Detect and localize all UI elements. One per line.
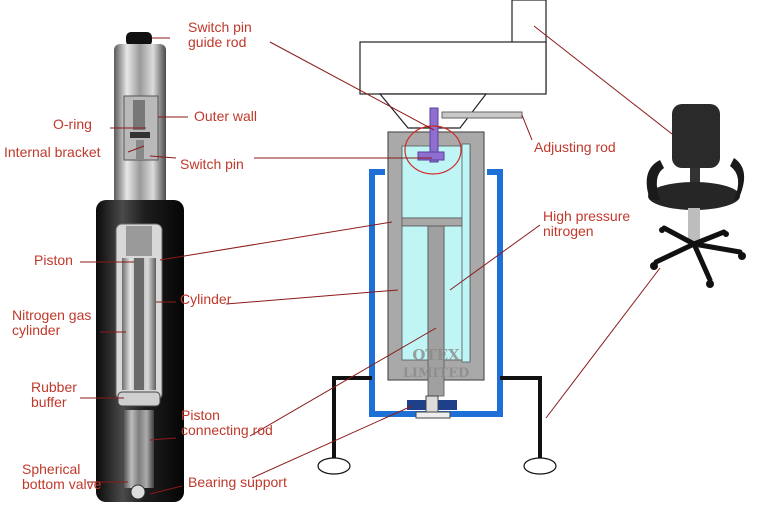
left-foot <box>317 457 351 475</box>
switch-pin-shape <box>417 151 445 161</box>
label-outer-wall: Outer wall <box>194 108 258 124</box>
top-housing <box>359 41 547 95</box>
label-o-ring: O-ring <box>53 116 92 132</box>
chair-back-support <box>690 168 700 188</box>
chair-left-arm <box>646 160 664 200</box>
o-ring-band <box>130 132 150 138</box>
chair-base-star <box>653 225 743 283</box>
leader-high-pressure <box>449 224 541 291</box>
label-internal-bracket: Internal bracket <box>4 144 101 160</box>
right-foot <box>523 457 557 475</box>
label-switch-pin: Switch pin <box>180 156 244 172</box>
chair-right-arm <box>730 158 745 200</box>
leader-connecting-rod-left <box>149 437 177 441</box>
chair-seat <box>648 182 740 210</box>
label-spherical-bottom-valve: Spherical bottom valve <box>22 461 102 492</box>
chair-gas-lift <box>688 208 700 242</box>
rubber-buffer-block <box>117 391 161 407</box>
label-rubber-buffer: Rubber buffer <box>31 379 77 410</box>
label-piston: Piston <box>34 252 73 268</box>
gas-spring-photo-icon <box>96 32 184 502</box>
piston-block <box>126 226 152 256</box>
leader-chair-top <box>533 25 673 135</box>
leader-switch-pin-guide-rod <box>269 41 435 131</box>
bearing-washer <box>415 411 451 419</box>
schematic: OTEX LIMITED <box>317 0 557 475</box>
leader-cylinder-right <box>225 289 399 305</box>
leader-bearing-right <box>251 405 413 479</box>
chair-backrest <box>672 104 720 168</box>
label-adjusting-rod: Adjusting rod <box>534 139 616 155</box>
label-cylinder: Cylinder <box>180 291 232 307</box>
top-cap <box>126 32 152 46</box>
label-switch-pin-guide-rod: Switch pin guide rod <box>188 19 252 50</box>
piston-plate <box>401 217 471 227</box>
watermark-line1: OTEX <box>412 346 460 364</box>
valve-highlight-circle <box>404 125 462 175</box>
label-piston-connecting-rod: Piston connecting rod <box>181 407 273 438</box>
watermark-line2: LIMITED <box>403 366 470 381</box>
leader-piston-right <box>159 221 393 261</box>
switch-pin-guide-rod-shape <box>429 107 439 163</box>
switch-pin-rod <box>136 140 144 160</box>
leader-lines <box>80 25 673 495</box>
right-leg <box>500 376 542 462</box>
label-nitrogen-gas-cylinder: Nitrogen gas cylinder <box>12 307 92 338</box>
leader-adjusting-rod <box>521 114 533 141</box>
leader-switch-pin-left <box>149 155 177 159</box>
bottom-valve-ball <box>130 484 146 500</box>
leader-connecting-rod-right <box>249 327 437 437</box>
adjusting-rod-bar <box>441 111 523 119</box>
connecting-rod-section <box>124 410 154 488</box>
switch-valve-body <box>133 100 145 130</box>
leader-internal-bracket <box>127 145 145 153</box>
leader-bearing-left <box>149 485 183 495</box>
inner-rod <box>134 258 144 390</box>
label-bearing-support: Bearing support <box>188 474 287 490</box>
label-high-pressure-nitrogen: High pressure nitrogen <box>543 208 631 239</box>
outer-gas-channel <box>461 143 471 363</box>
left-leg <box>332 376 372 462</box>
leader-chair-base <box>545 267 661 419</box>
office-chair-icon <box>646 104 746 288</box>
